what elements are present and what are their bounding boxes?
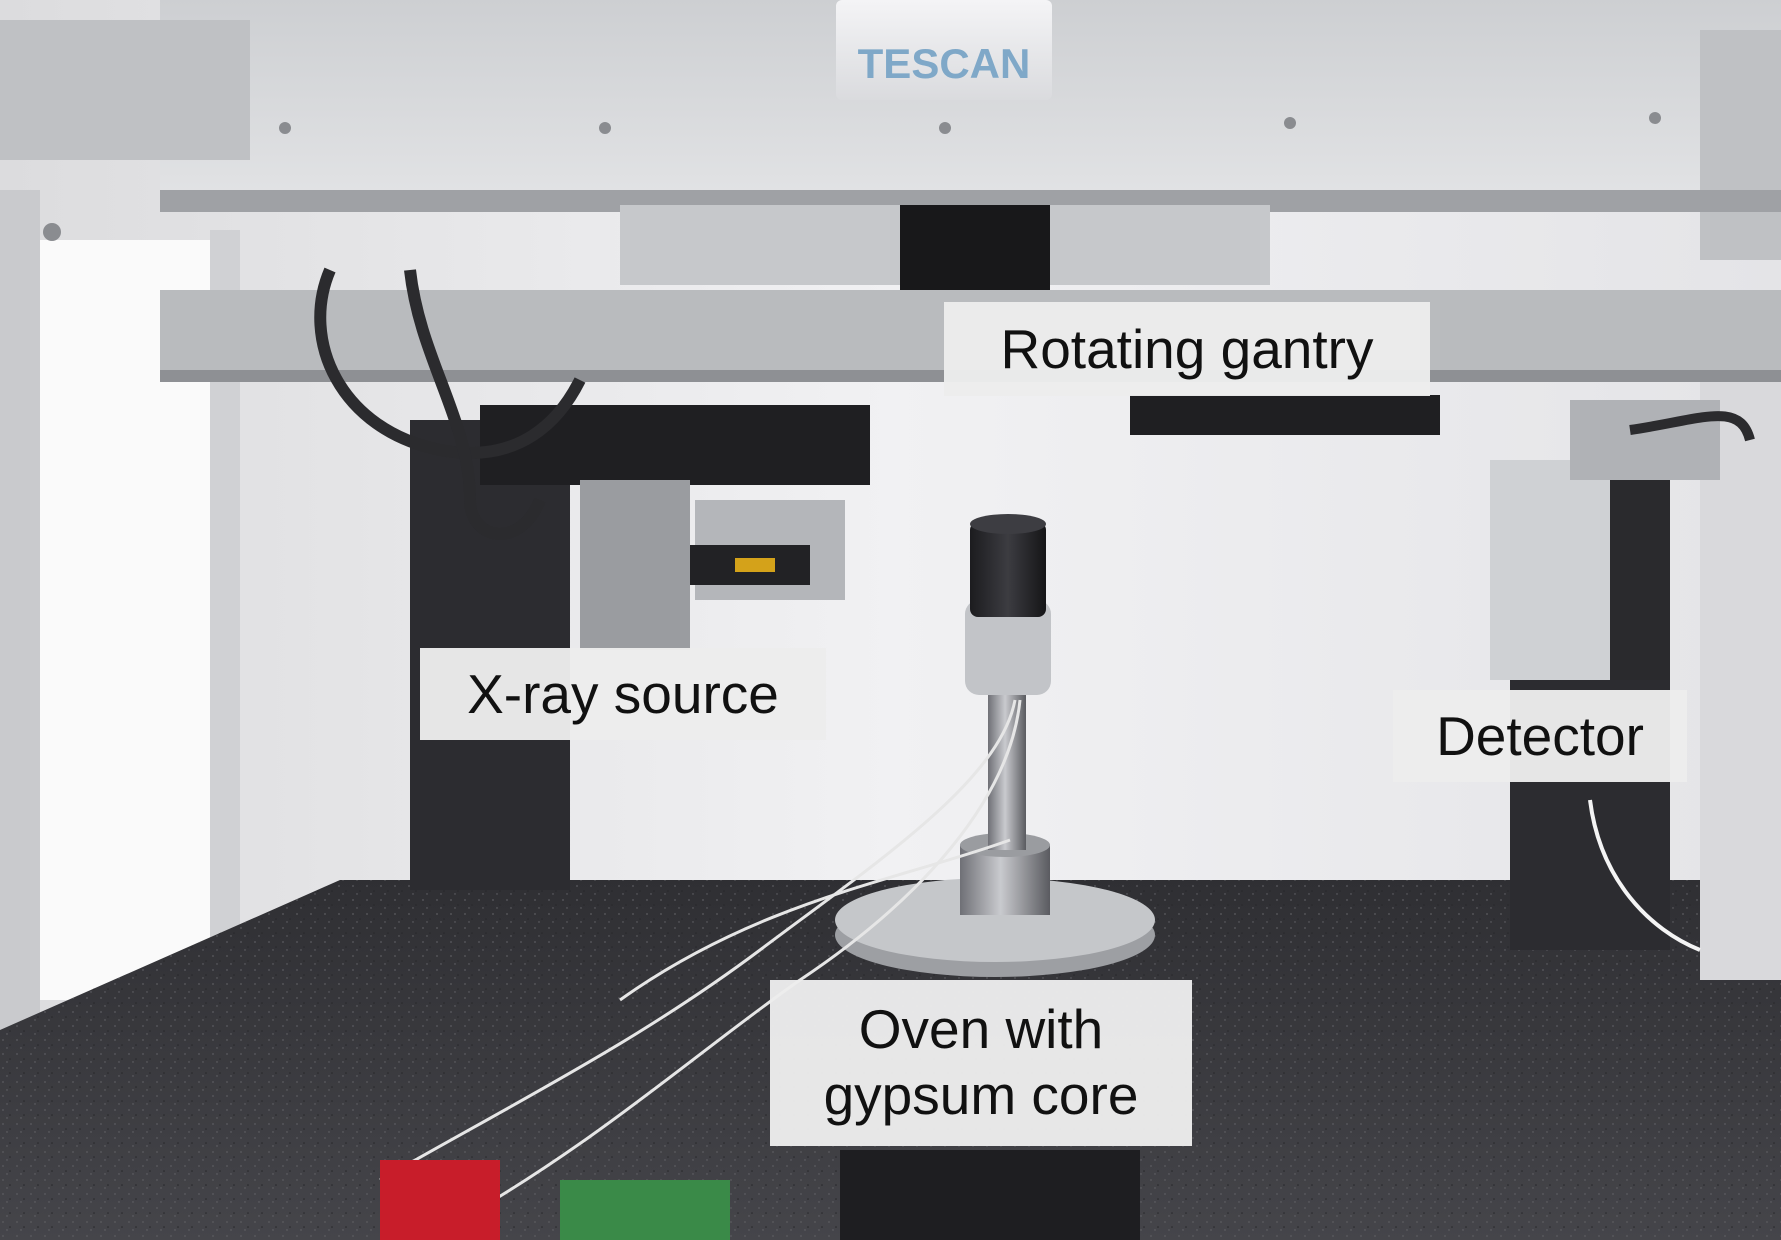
green-circuit-board — [560, 1180, 730, 1240]
label-oven-with-gypsum-core: Oven with gypsum core — [770, 980, 1192, 1146]
detector-mount — [1570, 400, 1720, 480]
source-cable-chain — [480, 405, 870, 485]
rotation-table — [835, 878, 1155, 962]
brand-logo: TESCAN — [858, 40, 1031, 87]
cable-bundle — [314, 267, 586, 540]
detector-panel — [1490, 460, 1615, 680]
oven-cap-top — [970, 514, 1046, 534]
stage-base — [840, 1150, 1140, 1240]
label-rotating-gantry: Rotating gantry — [944, 302, 1430, 396]
label-oven-line2: gypsum core — [823, 1064, 1139, 1126]
red-data-logger — [380, 1160, 500, 1240]
label-oven-line1: Oven with — [858, 998, 1104, 1060]
white-cable — [1588, 799, 1701, 952]
brand-plate — [836, 0, 1052, 100]
housing-lower-edge — [160, 190, 1781, 212]
warning-sticker — [735, 558, 775, 572]
right-top-block — [1700, 30, 1781, 260]
gantry-motor-block — [900, 205, 1050, 290]
source-bracket — [580, 480, 690, 650]
detector-cable-chain — [1130, 395, 1440, 435]
housing-screws — [43, 112, 1661, 241]
left-top-block — [0, 20, 250, 160]
label-detector: Detector — [1393, 690, 1687, 782]
foil-wrap — [965, 600, 1051, 695]
label-xray-source: X-ray source — [420, 648, 826, 740]
oven-cap — [970, 522, 1046, 617]
detector-cable — [1629, 411, 1755, 442]
